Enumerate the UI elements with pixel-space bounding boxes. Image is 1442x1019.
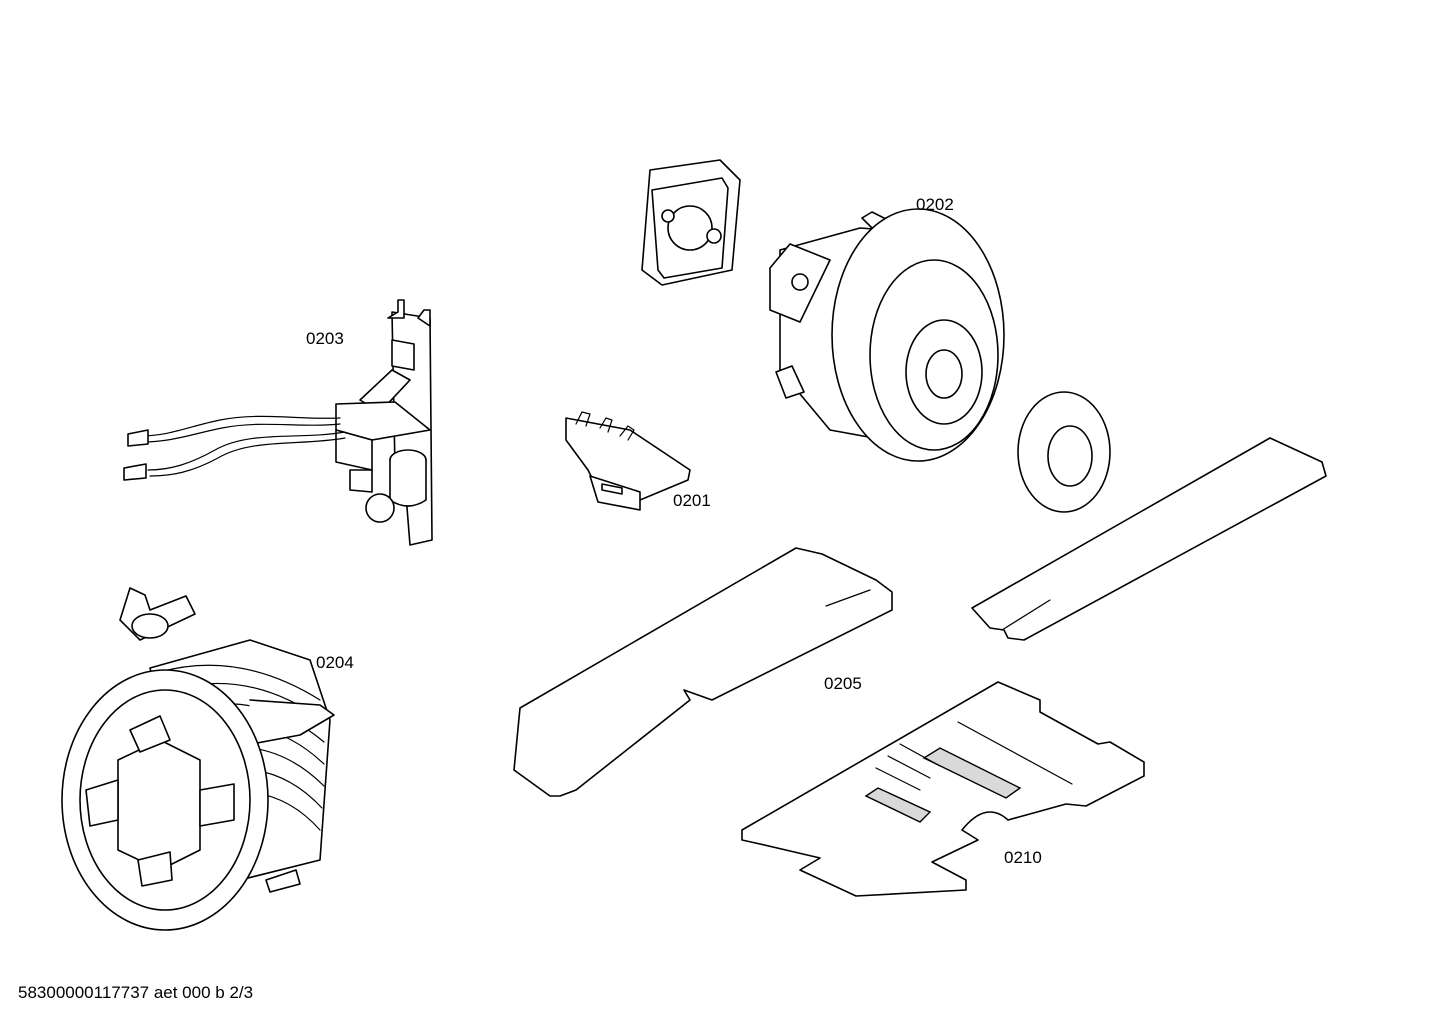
- part-0202-motor[interactable]: [769, 208, 1005, 462]
- part-label-0205: 0205: [824, 674, 862, 693]
- part-0202-motor-mount[interactable]: [641, 159, 741, 286]
- part-0203-switch-assembly[interactable]: [123, 299, 433, 546]
- part-0204-cable-reel[interactable]: [61, 587, 335, 931]
- part-label-0210: 0210: [1004, 848, 1042, 867]
- part-0201-clip[interactable]: [565, 411, 691, 511]
- part-label-0203: 0203: [306, 329, 344, 348]
- part-0205-plate-large[interactable]: [513, 547, 893, 797]
- part-label-0204: 0204: [316, 653, 354, 672]
- part-0210-base-plate[interactable]: [741, 681, 1145, 897]
- part-label-0201: 0201: [673, 491, 711, 510]
- drawing-reference-number: 58300000117737 aet 000 b 2/3: [18, 983, 254, 1002]
- part-label-0202: 0202: [916, 195, 954, 214]
- part-0205-plate-strip[interactable]: [971, 437, 1327, 641]
- motor-seal-ring[interactable]: [1017, 391, 1111, 513]
